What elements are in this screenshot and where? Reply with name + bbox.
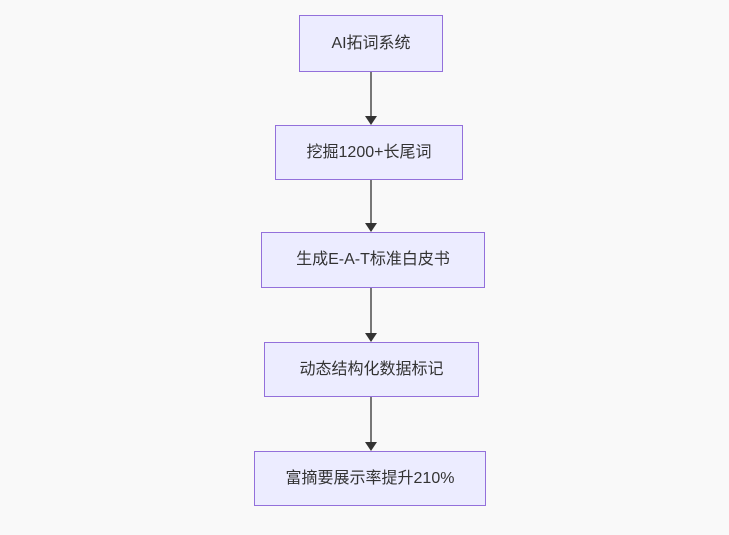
flow-node-rich-snippet-result: 富摘要展示率提升210% [254,451,486,506]
flow-arrow-2 [364,180,378,232]
flow-node-ai-word-system: AI拓词系统 [299,15,443,72]
flow-node-label: AI拓词系统 [331,34,411,52]
flow-node-structured-data: 动态结构化数据标记 [264,342,479,397]
arrowhead-down-icon [365,442,377,451]
flow-arrow-3 [364,288,378,342]
flow-node-label: 动态结构化数据标记 [299,360,444,378]
arrow-shaft [370,180,372,223]
arrowhead-down-icon [365,333,377,342]
flow-node-label: 生成E-A-T标准白皮书 [296,251,450,269]
flow-node-label: 富摘要展示率提升210% [285,469,455,487]
arrowhead-down-icon [365,116,377,125]
flow-node-longtail-mining: 挖掘1200+长尾词 [275,125,463,180]
flow-arrow-4 [364,397,378,451]
arrowhead-down-icon [365,223,377,232]
arrow-shaft [370,72,372,116]
arrow-shaft [370,288,372,333]
flow-node-eat-whitepaper: 生成E-A-T标准白皮书 [261,232,485,288]
flow-arrow-1 [364,72,378,125]
flow-node-label: 挖掘1200+长尾词 [306,143,432,161]
arrow-shaft [370,397,372,442]
